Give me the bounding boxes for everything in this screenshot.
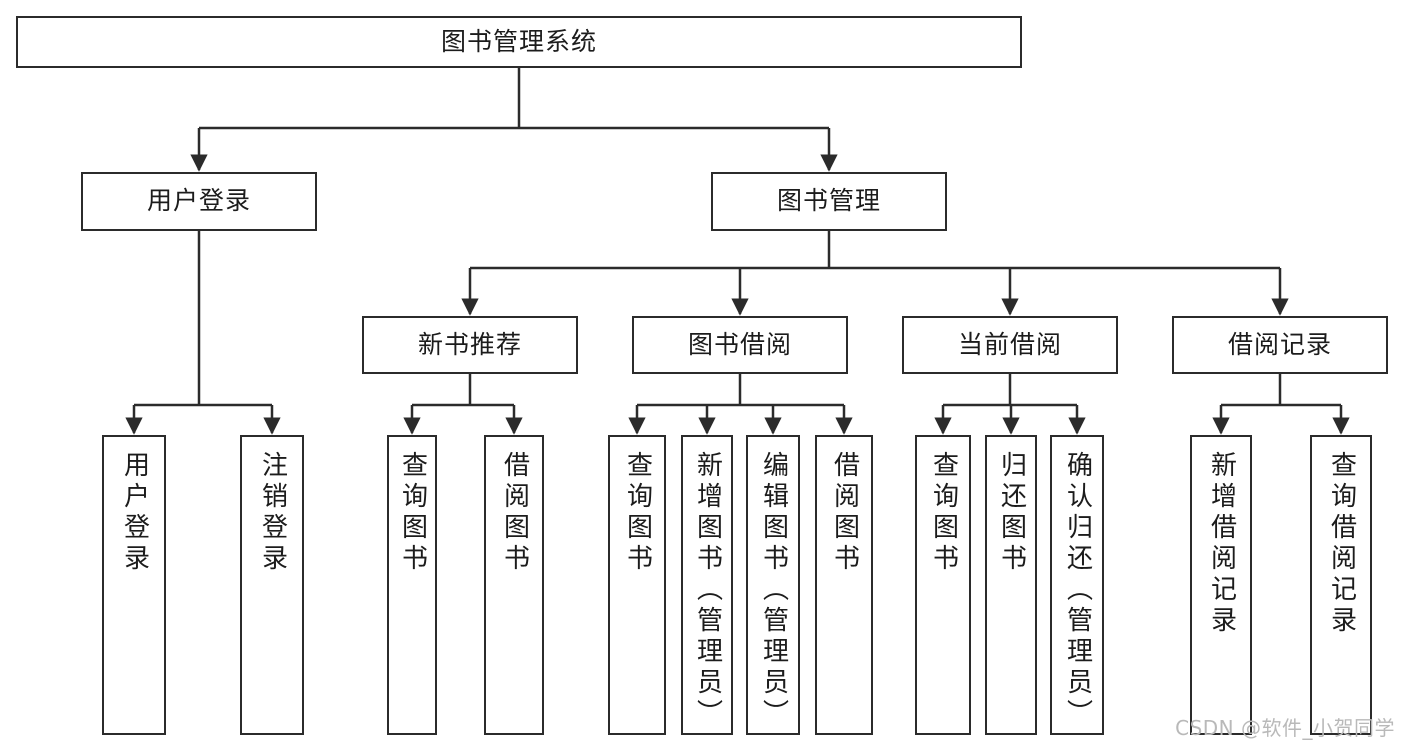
node-label: 用户登录 <box>146 186 251 216</box>
node-label: 图书管理系统 <box>440 26 597 56</box>
node-label: 归还图书 <box>996 451 1027 575</box>
node-level2-图书管理[interactable]: 图书管理 <box>711 172 947 231</box>
node-label: 新书推荐 <box>417 329 522 359</box>
node-leaf-新增借阅记录[interactable]: 新增借阅记录 <box>1190 435 1252 735</box>
node-label: 当前借阅 <box>957 329 1062 359</box>
node-leaf-查询图书[interactable]: 查询图书 <box>608 435 666 735</box>
node-label: 借阅图书 <box>499 451 530 575</box>
node-label: 借阅图书 <box>829 451 860 575</box>
node-level3-图书借阅[interactable]: 图书借阅 <box>632 316 848 374</box>
node-leaf-借阅图书[interactable]: 借阅图书 <box>484 435 544 735</box>
node-label: 编辑图书（管理员） <box>758 451 789 730</box>
node-label: 查询图书 <box>397 451 428 575</box>
node-label: 查询图书 <box>928 451 959 575</box>
node-label: 确认归还（管理员） <box>1062 451 1093 730</box>
node-root-图书管理系统[interactable]: 图书管理系统 <box>16 16 1022 68</box>
node-label: 查询图书 <box>622 451 653 575</box>
node-leaf-查询图书[interactable]: 查询图书 <box>387 435 437 735</box>
node-leaf-归还图书[interactable]: 归还图书 <box>985 435 1037 735</box>
node-level3-当前借阅[interactable]: 当前借阅 <box>902 316 1118 374</box>
node-leaf-查询借阅记录[interactable]: 查询借阅记录 <box>1310 435 1372 735</box>
node-label: 用户登录 <box>119 451 150 575</box>
node-level3-新书推荐[interactable]: 新书推荐 <box>362 316 578 374</box>
node-label: 注销登录 <box>257 451 288 575</box>
node-label: 借阅记录 <box>1227 329 1332 359</box>
node-leaf-编辑图书管理员[interactable]: 编辑图书（管理员） <box>746 435 800 735</box>
node-label: 新增图书（管理员） <box>692 451 723 730</box>
node-label: 图书管理 <box>776 186 881 216</box>
node-level3-借阅记录[interactable]: 借阅记录 <box>1172 316 1388 374</box>
node-leaf-用户登录[interactable]: 用户登录 <box>102 435 166 735</box>
node-label: 新增借阅记录 <box>1206 451 1237 637</box>
node-leaf-查询图书[interactable]: 查询图书 <box>915 435 971 735</box>
node-label: 查询借阅记录 <box>1326 451 1357 637</box>
node-leaf-注销登录[interactable]: 注销登录 <box>240 435 304 735</box>
node-level2-用户登录[interactable]: 用户登录 <box>81 172 317 231</box>
node-leaf-确认归还管理员[interactable]: 确认归还（管理员） <box>1050 435 1104 735</box>
node-leaf-借阅图书[interactable]: 借阅图书 <box>815 435 873 735</box>
node-leaf-新增图书管理员[interactable]: 新增图书（管理员） <box>681 435 733 735</box>
node-label: 图书借阅 <box>687 329 792 359</box>
watermark-label: CSDN @软件_小贺同学 <box>1175 716 1395 740</box>
